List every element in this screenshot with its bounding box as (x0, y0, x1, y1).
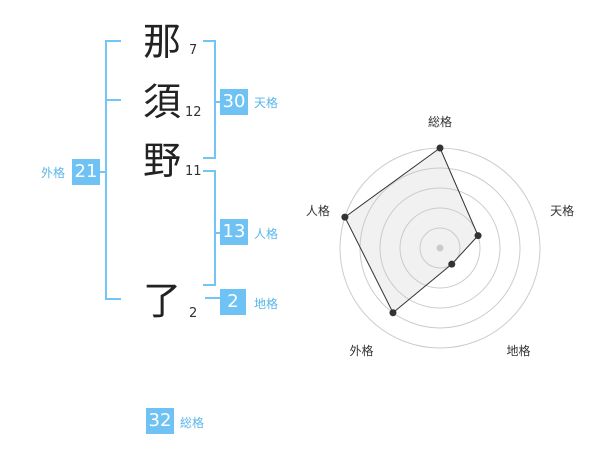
ten-bracket-vertical (214, 40, 216, 159)
gaikaku-label: 外格 (41, 166, 66, 180)
outer-bracket-top (105, 40, 121, 42)
outer-bracket-tick (100, 171, 106, 173)
radar-ring (379, 187, 501, 309)
chikaku-label: 地格 (254, 297, 279, 311)
outer-bracket-mid (105, 99, 121, 101)
jin-bracket-top (203, 170, 215, 172)
name-char-3: 野 (143, 139, 182, 183)
soukaku-label: 総格 (180, 416, 205, 430)
name-char-4: 了 (143, 279, 182, 323)
radar-point-2 (474, 232, 482, 240)
radar-point-5 (341, 213, 349, 221)
tenkaku-label: 天格 (254, 96, 279, 110)
radar-axis-label-5: 人格 (306, 203, 330, 218)
radar-axis-label-1: 総格 (428, 114, 452, 129)
radar-axis-label-2: 天格 (550, 203, 574, 218)
radar-point-1 (436, 144, 444, 152)
jin-bracket-tick (215, 232, 221, 234)
stroke-count-1: 7 (189, 43, 198, 58)
radar-axis-label-3: 地格 (507, 343, 531, 358)
ten-bracket-tick (215, 101, 221, 103)
jin-bracket-vertical (214, 170, 216, 286)
chikaku-value: 2 (220, 289, 246, 315)
name-char-1: 那 (143, 20, 182, 64)
stroke-count-2: 12 (185, 105, 202, 120)
outer-bracket-bottom (105, 298, 121, 300)
ten-bracket-bottom (203, 157, 215, 159)
tenkaku-value: 30 (220, 89, 248, 115)
ten-bracket-top (203, 40, 215, 42)
radar-axis-label-4: 外格 (349, 343, 373, 358)
soukaku-value: 32 (146, 408, 174, 434)
stroke-count-4: 2 (189, 306, 198, 321)
jinkaku-value: 13 (220, 219, 248, 245)
gaikaku-value: 21 (72, 159, 100, 185)
jinkaku-label: 人格 (254, 227, 279, 241)
outer-bracket-vertical (105, 40, 107, 300)
radar-polygon (344, 147, 479, 314)
jin-bracket-bottom (203, 284, 215, 286)
chi-bracket-tick (205, 297, 221, 299)
radar-ring (399, 207, 481, 289)
radar-point-3 (448, 260, 456, 268)
stroke-count-3: 11 (185, 164, 202, 179)
radar-point-4 (389, 309, 397, 317)
name-char-2: 須 (143, 80, 182, 124)
radar-center-dot (436, 244, 444, 252)
radar-ring (419, 227, 461, 269)
